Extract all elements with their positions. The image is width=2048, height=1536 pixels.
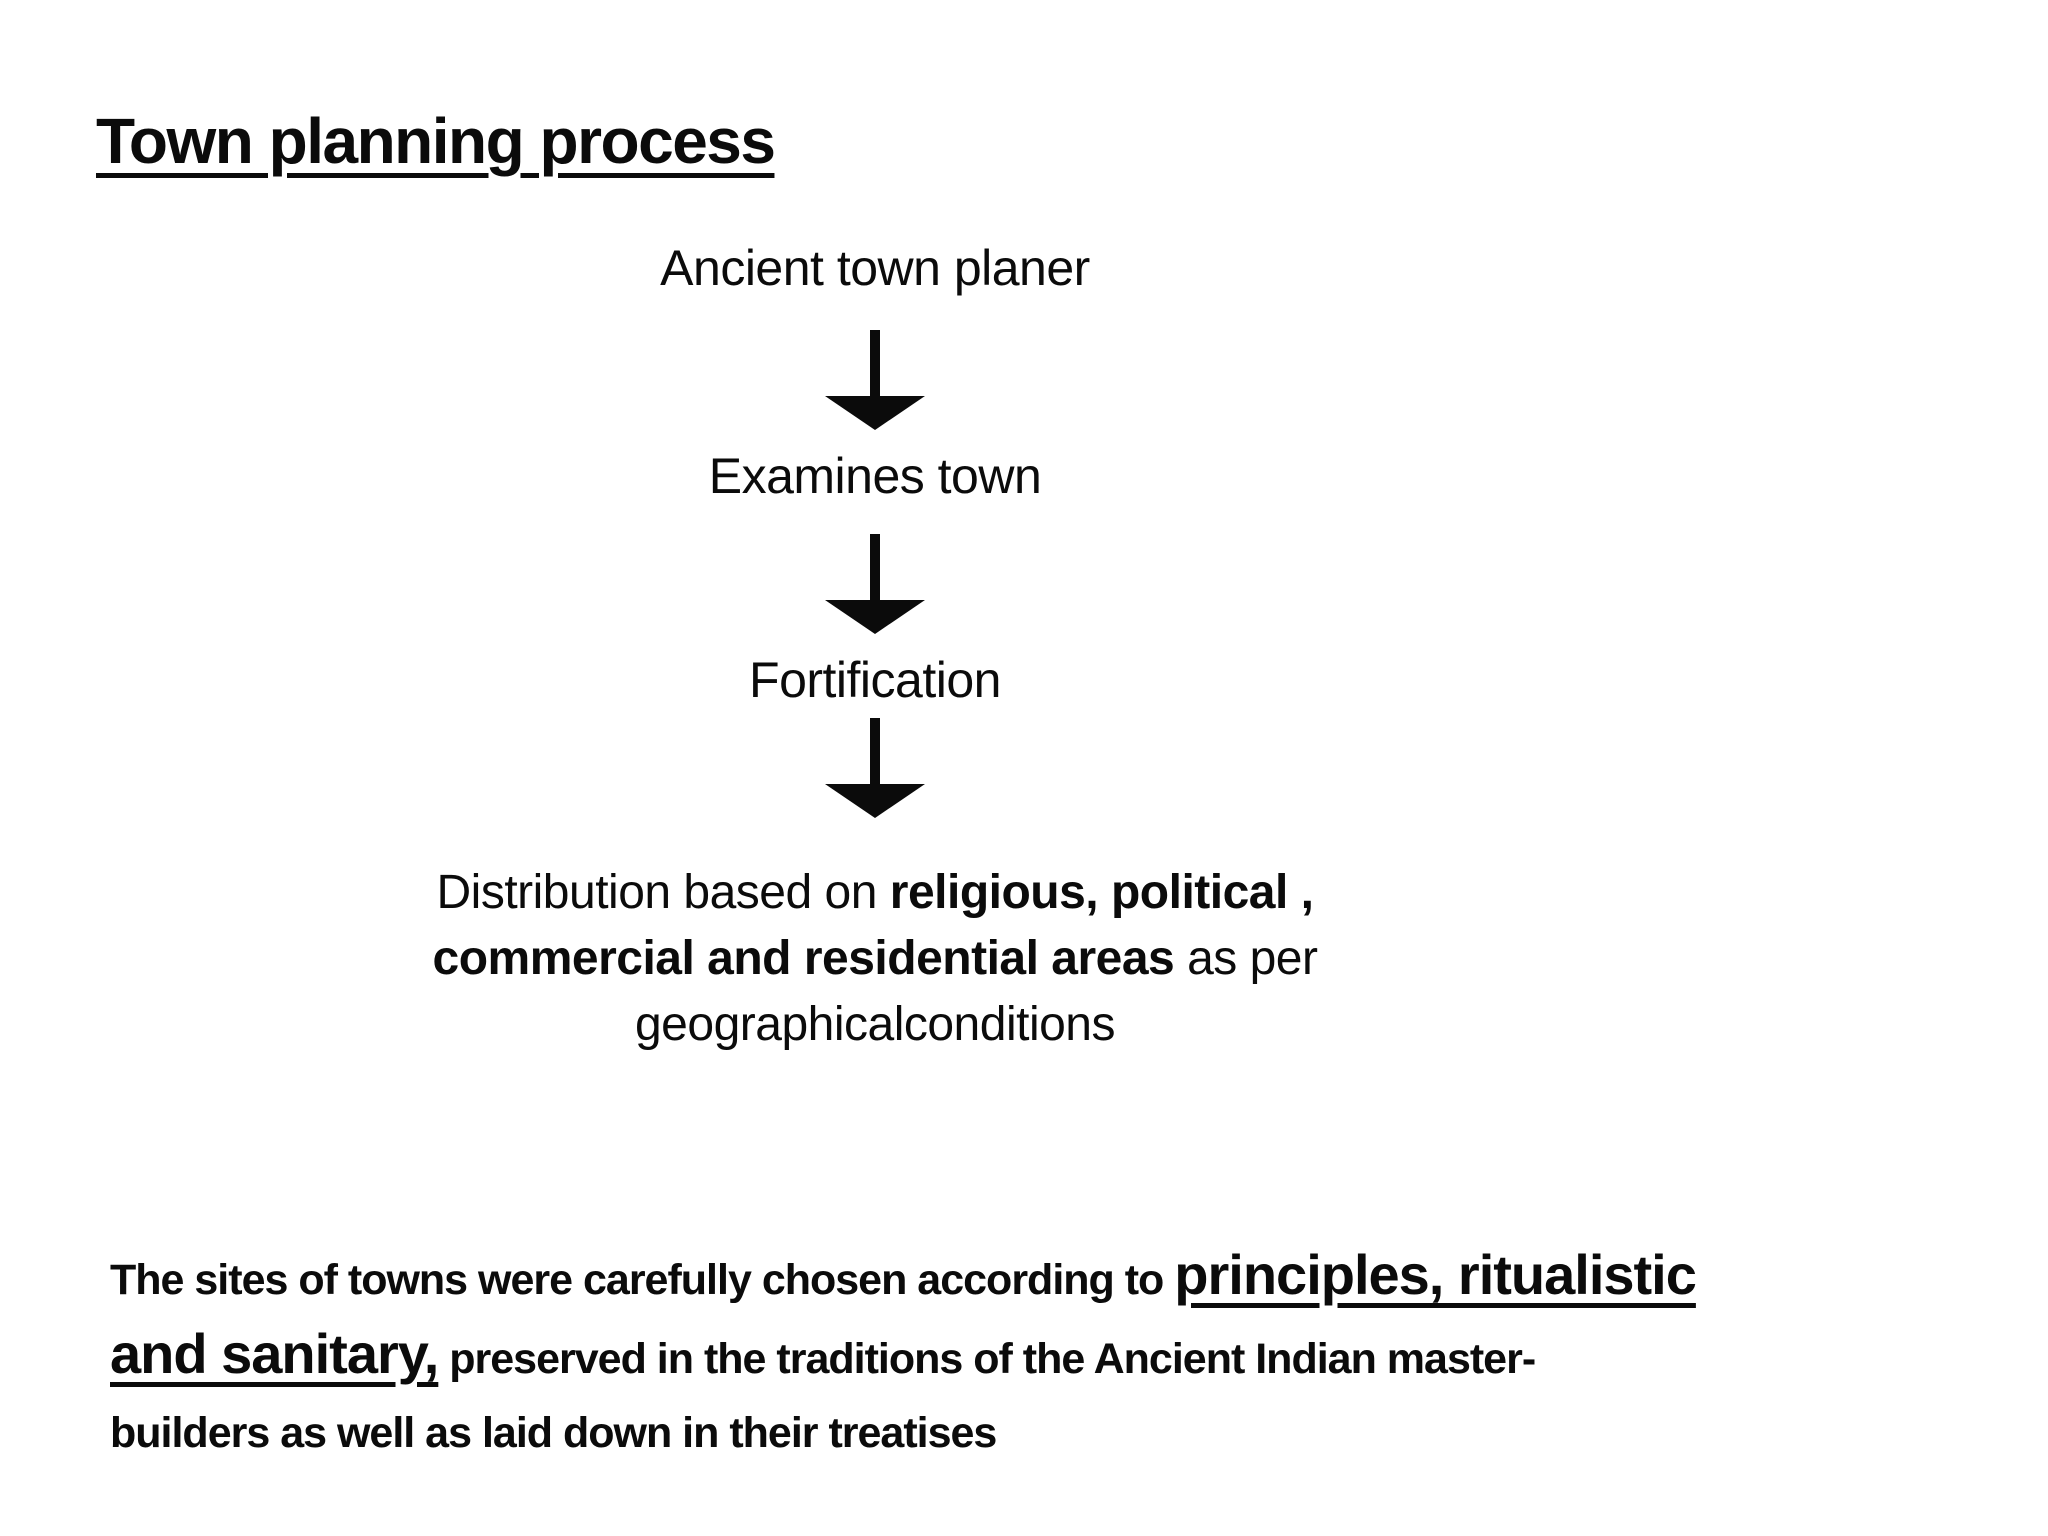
paragraph-text: builders as well as laid down in their t… [110,1409,997,1457]
result-text-bold: commercial and residential areas [432,932,1175,985]
paragraph-text: preserved in the traditions of the Ancie… [438,1335,1536,1383]
page-title: Town planning process [96,105,776,177]
flowchart-step-fortification: Fortification [749,652,1001,708]
flowchart-step-ancient-town-planer: Ancient town planer [660,240,1090,296]
down-arrow-icon [825,330,925,430]
paragraph-text: The sites of towns were carefully chosen… [110,1256,1175,1304]
paragraph-line: and sanitary, preserved in the tradition… [110,1317,2030,1396]
result-text-normal: Distribution based on [436,866,890,919]
down-arrow-icon [825,718,925,818]
flowchart-step-examines-town: Examines town [708,448,1042,504]
result-text-bold: religious, political , [889,866,1314,919]
flowchart-result-line: Distribution based on religious, politic… [433,860,1318,926]
paragraph-line: The sites of towns were carefully chosen… [110,1238,2030,1317]
town-planning-flowchart: Ancient town planer Examines town Fortif… [375,240,1375,1058]
flowchart-result-line: commercial and residential areas as per [433,926,1318,992]
result-text-normal: as per [1174,932,1318,985]
down-arrow-icon [825,534,925,634]
flowchart-result: Distribution based on religious, politic… [433,860,1318,1058]
summary-paragraph: The sites of towns were carefully chosen… [110,1238,2030,1470]
flowchart-result-line: geographicalconditions [433,992,1318,1058]
paragraph-line: builders as well as laid down in their t… [110,1396,2030,1470]
result-text-normal: geographicalconditions [634,998,1116,1051]
paragraph-highlight: and sanitary, [110,1322,439,1385]
paragraph-highlight: principles, ritualistic [1174,1243,1697,1306]
